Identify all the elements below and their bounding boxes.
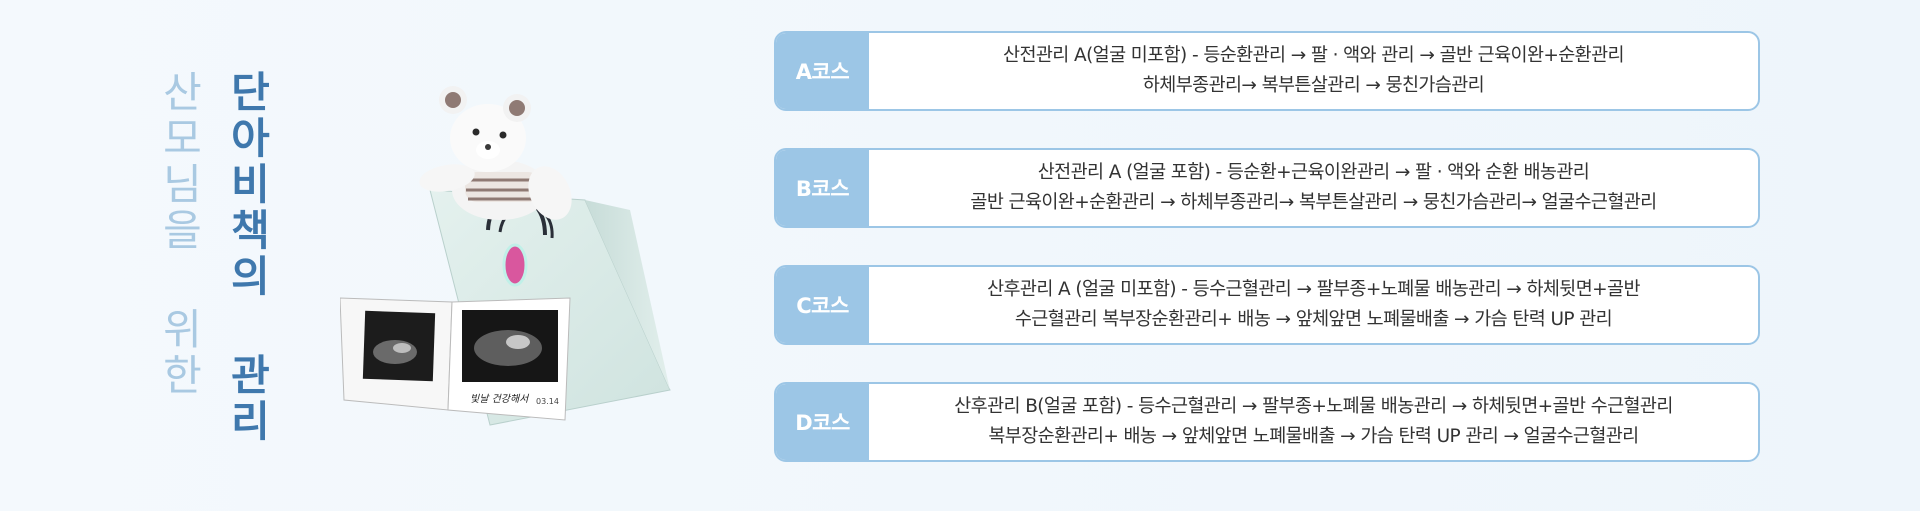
course-d-line-2: 복부장순환관리+ 배농 → 앞체앞면 노폐물배출 → 가슴 탄력 UP 관리 →…: [988, 426, 1639, 447]
course-b-line-2: 골반 근육이완+순환관리 → 하체부종관리→ 복부튼살관리 → 뭉친가슴관리→ …: [970, 192, 1657, 213]
course-a-line-1: 산전관리 A(얼굴 미포함) - 등순환관리 → 팔 · 액와 관리 → 골반 …: [1003, 45, 1625, 66]
course-b-badge: B코스: [776, 150, 869, 226]
course-c-description: 산후관리 A (얼굴 미포함) - 등수근혈관리 → 팔부종+노폐물 배농관리 …: [869, 267, 1758, 343]
bear-gift-bag-photo: 빛날 건강해서 03.14: [340, 86, 671, 426]
course-d: D코스 산후관리 B(얼굴 포함) - 등수근혈관리 → 팔부종+노폐물 배농관…: [774, 382, 1760, 462]
course-d-description: 산후관리 B(얼굴 포함) - 등수근혈관리 → 팔부종+노폐물 배농관리 → …: [869, 384, 1758, 460]
course-a-line-2: 하체부종관리→ 복부튼살관리 → 뭉친가슴관리: [1142, 75, 1485, 96]
title-line-1: 산모님을 위한: [155, 70, 204, 399]
course-b-description: 산전관리 A (얼굴 포함) - 등순환+근육이완관리 → 팔 · 액와 순환 …: [869, 150, 1758, 226]
course-a-description: 산전관리 A(얼굴 미포함) - 등순환관리 → 팔 · 액와 관리 → 골반 …: [869, 33, 1758, 109]
course-a-badge: A코스: [776, 33, 869, 109]
course-a: A코스 산전관리 A(얼굴 미포함) - 등순환관리 → 팔 · 액와 관리 →…: [774, 31, 1760, 111]
title-line-2: 단아비책의 관리: [223, 70, 272, 445]
course-c-badge: C코스: [776, 267, 869, 343]
course-d-badge: D코스: [776, 384, 869, 460]
ultrasound-photo-album: 빛날 건강해서 03.14: [340, 297, 571, 421]
album-date: 03.14: [536, 397, 559, 406]
course-list: A코스 산전관리 A(얼굴 미포함) - 등순환관리 → 팔 · 액와 관리 →…: [774, 31, 1760, 462]
course-c: C코스 산후관리 A (얼굴 미포함) - 등수근혈관리 → 팔부종+노폐물 배…: [774, 265, 1760, 345]
course-c-line-2: 수근혈관리 복부장순환관리+ 배농 → 앞체앞면 노폐물배출 → 가슴 탄력 U…: [1014, 309, 1613, 330]
page-title: 산모님을 위한 단아비책의 관리: [155, 70, 272, 445]
teddy-bear: [419, 86, 572, 220]
course-d-line-1: 산후관리 B(얼굴 포함) - 등수근혈관리 → 팔부종+노폐물 배농관리 → …: [954, 396, 1673, 417]
course-c-line-1: 산후관리 A (얼굴 미포함) - 등수근혈관리 → 팔부종+노폐물 배농관리 …: [987, 279, 1640, 300]
course-b-line-1: 산전관리 A (얼굴 포함) - 등순환+근육이완관리 → 팔 · 액와 순환 …: [1037, 162, 1590, 183]
course-b: B코스 산전관리 A (얼굴 포함) - 등순환+근육이완관리 → 팔 · 액와…: [774, 148, 1760, 228]
album-caption-script: 빛날 건강해서: [470, 393, 530, 405]
